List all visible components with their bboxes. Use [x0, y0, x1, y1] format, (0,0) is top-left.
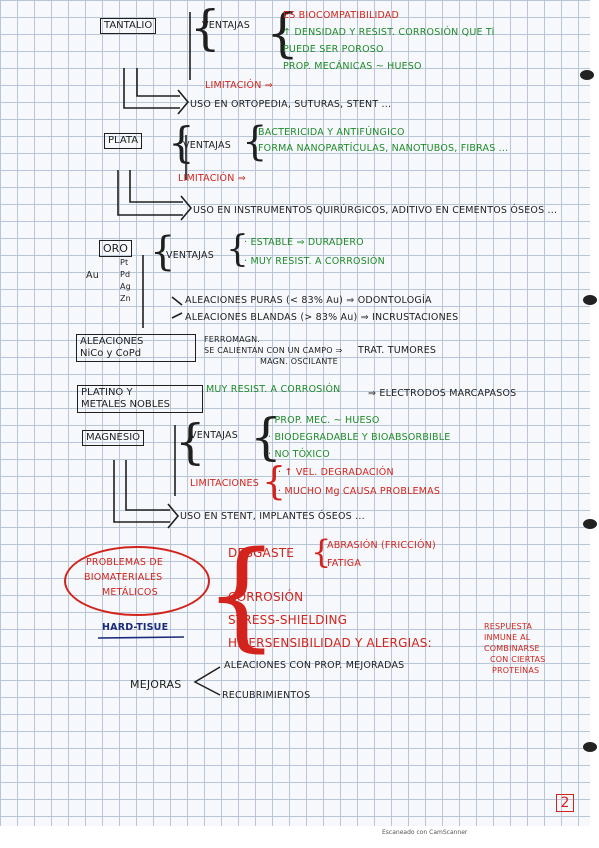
- brace: {: [190, 0, 221, 56]
- brace: {: [168, 118, 195, 167]
- ventaja-item: PUEDE SER POROSO: [283, 44, 384, 55]
- binder-hole: [583, 519, 597, 529]
- respuesta-line: PROTEÍNAS: [492, 666, 540, 675]
- problemas-title: PROBLEMAS DE: [86, 557, 164, 568]
- problema-item: CORROSIÓN: [228, 590, 304, 604]
- ventaja-item: · BIODEGRADABLE Y BIOABSORBIBLE: [268, 432, 451, 443]
- binder-hole: [580, 70, 594, 80]
- binder-hole: [583, 742, 597, 752]
- box-line: PLATINO Y: [81, 387, 133, 398]
- brace: {: [250, 408, 282, 466]
- brace: {: [226, 229, 249, 270]
- uso-text: USO EN ORTOPEDIA, SUTURAS, STENT ...: [190, 99, 392, 110]
- element-symbol: Zn: [120, 294, 131, 303]
- magnesio-box: MAGNESIO: [82, 430, 145, 446]
- problemas-title: BIOMATERIALES: [84, 572, 163, 583]
- aleacion-line: ALEACIONES BLANDAS (> 83% Au) ⇒ INCRUSTA…: [185, 312, 459, 323]
- element-symbol: Pd: [120, 270, 131, 279]
- limitacion-label: LIMITACIÓN ⇒: [205, 80, 273, 91]
- brace: {: [266, 4, 300, 64]
- underline: [97, 636, 185, 639]
- mejora-item: RECUBRIMIENTOS: [222, 690, 311, 701]
- page-number: 2: [556, 794, 574, 812]
- ventaja-item: FORMA NANOPARTÍCULAS, NANOTUBOS, FIBRAS …: [258, 143, 509, 154]
- limitacion-item: · MUCHO Mg CAUSA PROBLEMAS: [278, 486, 441, 497]
- problema-item: HIPERSENSIBILIDAD Y ALERGIAS:: [228, 636, 432, 650]
- problemas-title: METÁLICOS: [102, 587, 158, 598]
- box-line: ALEACIONES: [80, 336, 144, 347]
- grid-paper: [0, 0, 590, 826]
- aleacion-line: ALEACIONES PURAS (< 83% Au) ⇒ ODONTOLOGÍ…: [185, 295, 432, 306]
- ventaja-item: · ESTABLE ⇒ DURADERO: [244, 237, 364, 248]
- brace: {: [175, 414, 206, 470]
- limitacion-label: LIMITACIÓN ⇒: [178, 173, 246, 184]
- mejora-item: ALEACIONES CON PROP. MEJORADAS: [224, 660, 405, 671]
- desgaste-label: DESGASTE: [228, 546, 295, 560]
- limitacion-item: · ↑ VEL. DEGRADACIÓN: [278, 467, 394, 478]
- ventajas-label: VENTAJAS: [202, 20, 250, 31]
- box-line: METALES NOBLES: [81, 399, 170, 410]
- respuesta-line: COMBINARSE: [484, 644, 540, 653]
- desc-line: SE CALIENTAN CON UN CAMPO ⇒: [204, 346, 343, 355]
- hard-tisue-label: HARD-TISUE: [102, 622, 169, 633]
- element-symbol: Au: [86, 270, 99, 281]
- desc-line: FERROMAGN.: [204, 335, 261, 344]
- respuesta-line: INMUNE AL: [484, 633, 531, 642]
- ventajas-label: VENTAJAS: [190, 430, 238, 441]
- trat-text: TRAT. TUMORES: [358, 345, 437, 356]
- ventaja-item: · MUY RESIST. A CORROSIÓN: [244, 256, 385, 267]
- plata-box: PLATA: [104, 133, 143, 149]
- ventaja-item: · NO TÓXICO: [268, 449, 330, 460]
- ventajas-label: VENTAJAS: [183, 140, 231, 151]
- element-symbol: Ag: [120, 282, 131, 291]
- respuesta-line: CON CIERTAS: [490, 655, 546, 664]
- scanner-footer: Escaneado con CamScanner: [382, 829, 468, 836]
- element-symbol: Pt: [120, 258, 129, 267]
- branch-lines: [193, 666, 221, 696]
- problemas-ellipse: [64, 546, 210, 616]
- box-line: NiCo y CoPd: [80, 348, 142, 359]
- mejoras-label: MEJORAS: [130, 678, 182, 691]
- ventaja-item: ↑ DENSIDAD Y RESIST. CORROSIÓN QUE Ti: [283, 27, 495, 38]
- desgaste-item: FATIGA: [327, 558, 362, 569]
- problema-item: STRESS-SHIELDING: [228, 613, 348, 627]
- ventaja-item: ES BIOCOMPATIBILIDAD: [283, 10, 400, 21]
- uso-text: ⇒ ELECTRODOS MARCAPASOS: [368, 388, 517, 399]
- ventaja-text: MUY RESIST. A CORROSIÓN: [206, 384, 341, 395]
- desgaste-item: ABRASIÓN (FRICCIÓN): [327, 540, 436, 551]
- oro-box: ORO: [99, 240, 132, 257]
- tantalio-box: TANTALIO: [100, 18, 157, 34]
- aleaciones-nico-box: ALEACIONES NiCo y CoPd: [76, 334, 196, 362]
- brace: {: [150, 229, 176, 275]
- binder-hole: [583, 295, 597, 305]
- desc-line: MAGN. OSCILANTE: [260, 357, 338, 366]
- brace: {: [262, 459, 287, 503]
- limitaciones-label: LIMITACIONES: [190, 478, 259, 489]
- brace: {: [204, 525, 280, 663]
- uso-text: USO EN INSTRUMENTOS QUIRÚRGICOS, ADITIVO…: [193, 205, 558, 216]
- respuesta-line: RESPUESTA: [484, 622, 533, 631]
- ventaja-item: · PROP. MEC. ~ HUESO: [268, 415, 380, 426]
- platino-box: PLATINO Y METALES NOBLES: [77, 385, 203, 413]
- ventaja-item: PROP. MECÁNICAS ~ HUESO: [283, 61, 422, 72]
- ventaja-item: BACTERICIDA Y ANTIFÚNGICO: [258, 127, 405, 138]
- brace: {: [242, 119, 268, 165]
- ventajas-label: VENTAJAS: [166, 250, 214, 261]
- brace: {: [311, 533, 332, 571]
- uso-text: USO EN STENT, IMPLANTES ÓSEOS ...: [180, 511, 365, 522]
